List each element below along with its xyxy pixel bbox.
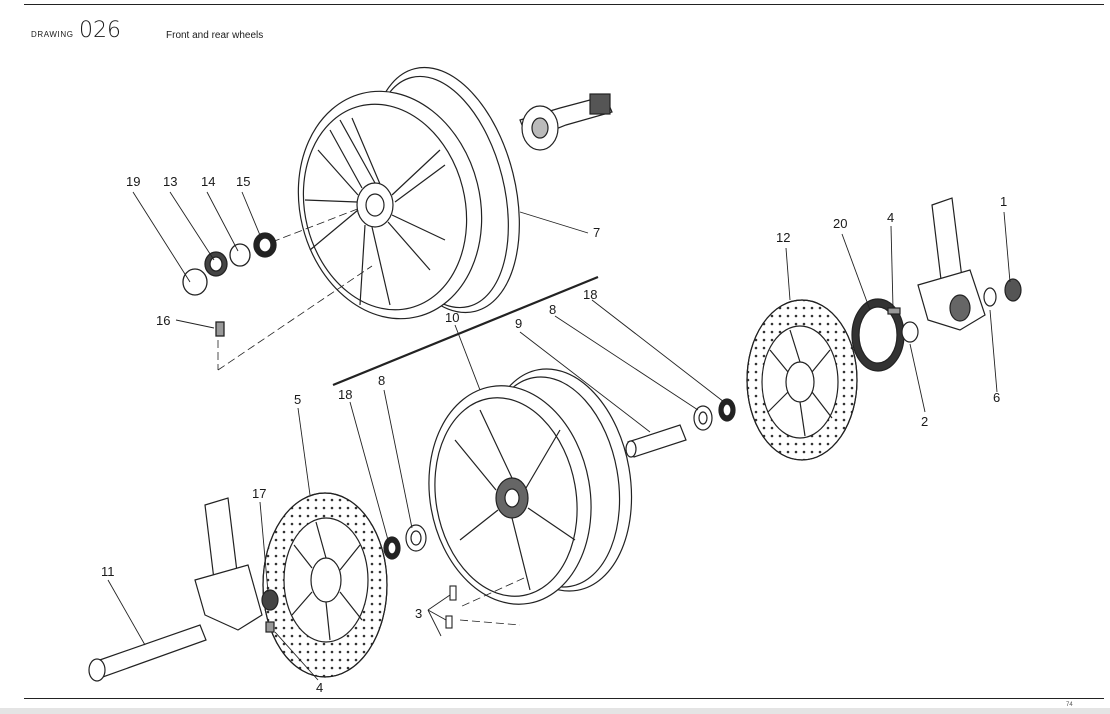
leader-lines	[107, 191, 1011, 681]
callout-15: 15	[236, 174, 250, 189]
bottom-rule	[24, 698, 1104, 699]
callout-12: 12	[776, 230, 790, 245]
callout-4-right: 4	[887, 210, 894, 225]
front-axle	[88, 624, 207, 682]
callout-8-left: 8	[378, 373, 385, 388]
callout-5: 5	[294, 392, 301, 407]
rear-axis-lines	[217, 207, 373, 371]
callout-10: 10	[445, 310, 459, 325]
callout-3: 3	[415, 606, 422, 621]
rear-hub-assembly	[519, 93, 613, 151]
drawing-number: 026	[79, 18, 121, 43]
brake-disc-right	[746, 299, 858, 461]
drawing-title: Front and rear wheels	[166, 30, 264, 41]
callout-1: 1	[1000, 194, 1007, 209]
callout-17: 17	[252, 486, 266, 501]
callout-19: 19	[126, 174, 140, 189]
rear-spacer-parts	[182, 232, 277, 337]
callout-16: 16	[156, 313, 170, 328]
callout-9: 9	[515, 316, 522, 331]
callout-20: 20	[833, 216, 847, 231]
callout-4-left: 4	[316, 680, 323, 695]
brake-disc-left	[262, 492, 388, 678]
callout-2: 2	[921, 414, 928, 429]
callout-13: 13	[163, 174, 177, 189]
front-wheel	[428, 368, 633, 605]
callout-6: 6	[993, 390, 1000, 405]
rear-wheel	[297, 66, 520, 320]
callout-18-left: 18	[338, 387, 352, 402]
front-axis-lines	[459, 577, 525, 626]
callout-18-right: 18	[583, 287, 597, 302]
callout-11: 11	[101, 564, 115, 579]
front-wheel-assembly-bracket	[332, 275, 599, 387]
fork-leg-right	[887, 197, 1022, 343]
top-rule	[24, 4, 1104, 5]
valve-parts	[445, 585, 457, 629]
bottom-band	[0, 708, 1110, 714]
callout-7: 7	[593, 225, 600, 240]
front-spindle-parts	[383, 398, 736, 560]
callout-14: 14	[201, 174, 215, 189]
callout-8-right: 8	[549, 302, 556, 317]
fork-leg-left	[194, 497, 279, 633]
phonic-wheel	[851, 298, 905, 372]
drawing-label: DRAWING	[31, 30, 74, 39]
page-number: 74	[1066, 702, 1073, 708]
